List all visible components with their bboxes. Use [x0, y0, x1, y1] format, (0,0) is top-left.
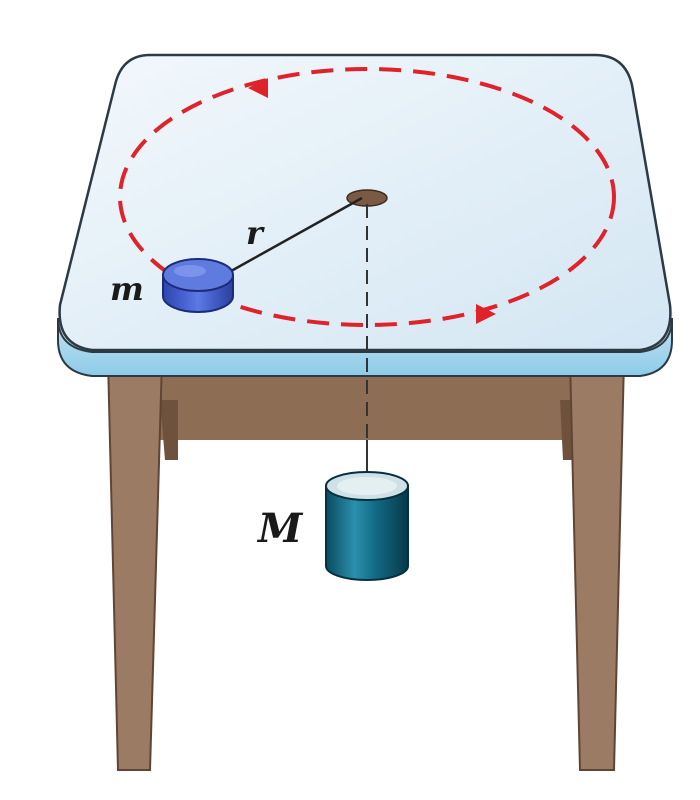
- label-m: m: [110, 270, 144, 308]
- hanging-cylinder-icon: [325, 471, 409, 581]
- circular-path: [118, 67, 616, 327]
- label-r: r: [246, 214, 265, 252]
- direction-arrow-top: [248, 78, 268, 98]
- radius-string: [214, 196, 363, 282]
- direction-arrow-bottom: [476, 304, 496, 324]
- label-M: M: [256, 505, 304, 552]
- tabletop-edge: [57, 317, 673, 377]
- table-apron: [110, 360, 620, 440]
- blue-puck-icon: [162, 258, 234, 313]
